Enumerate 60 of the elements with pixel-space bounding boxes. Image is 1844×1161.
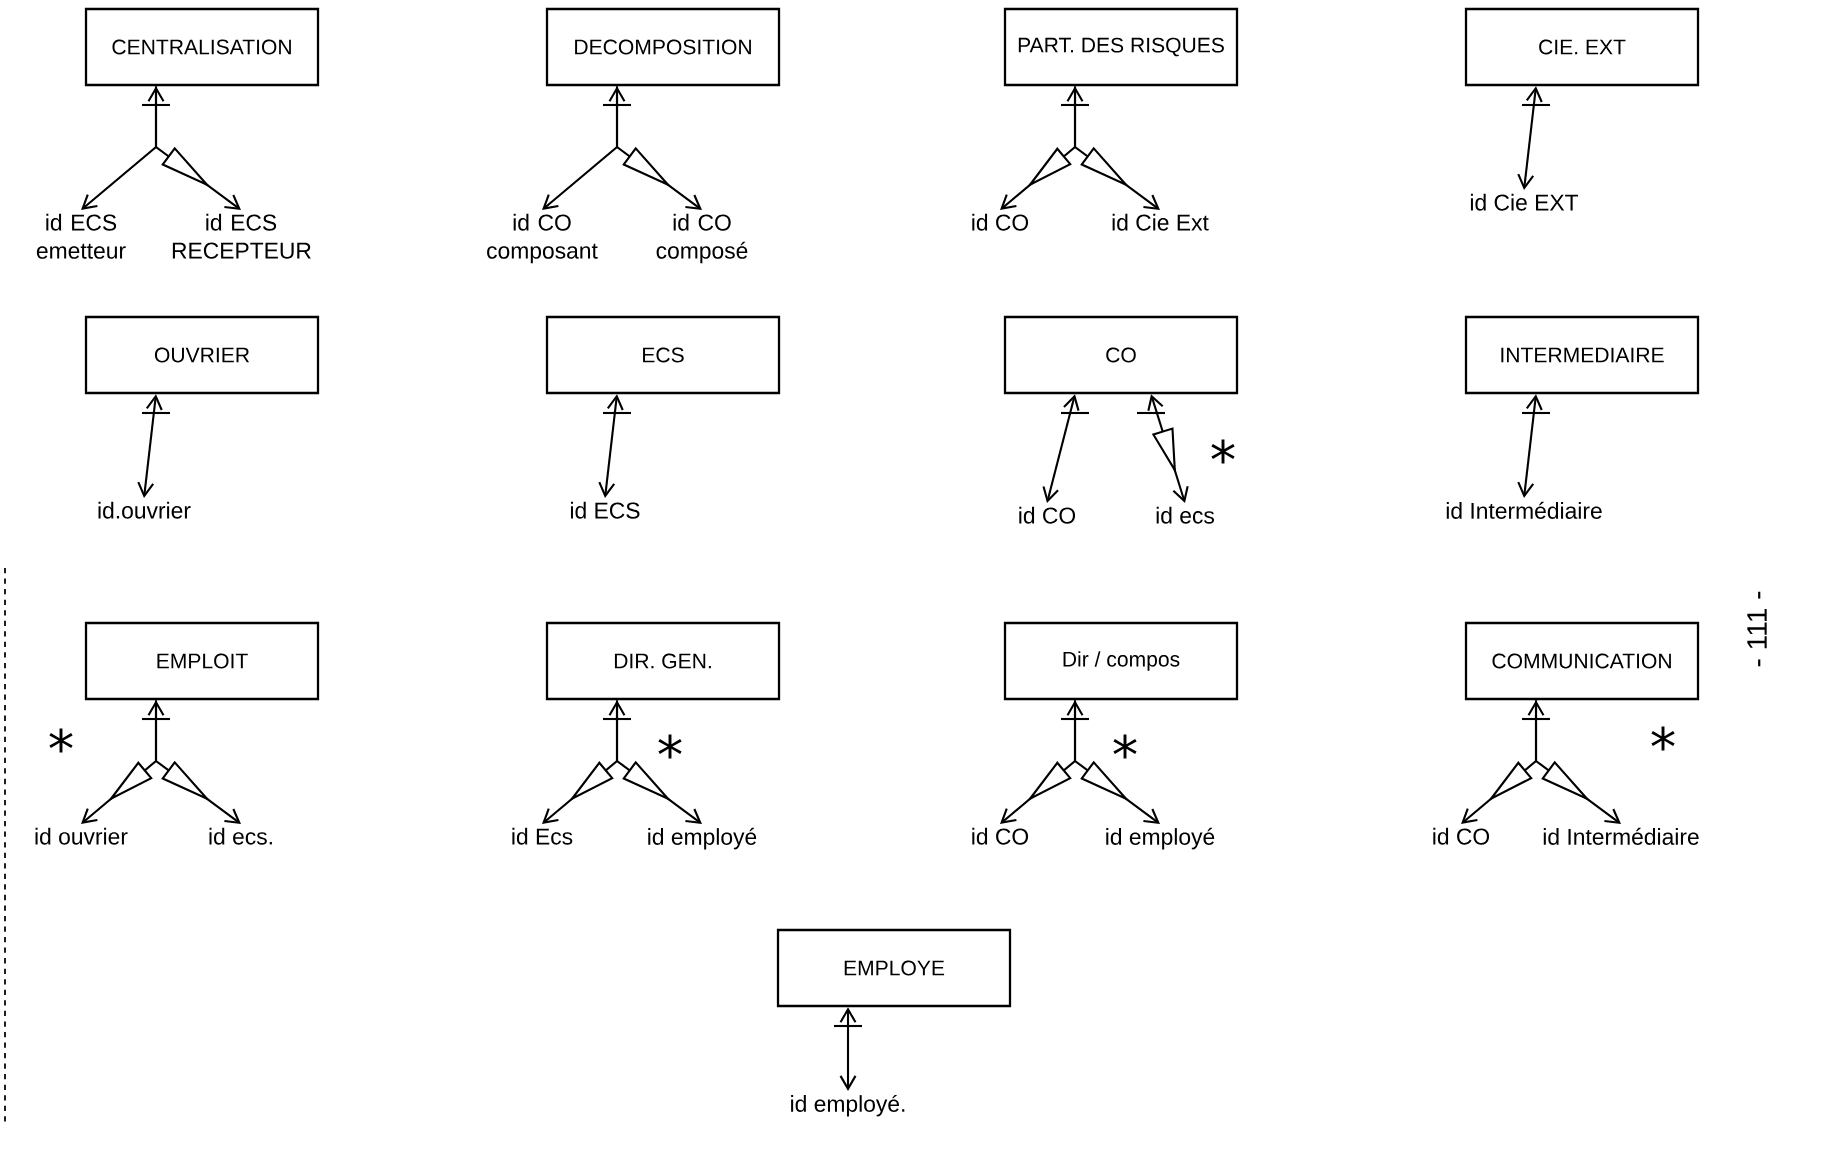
arrow	[81, 86, 170, 210]
key-label: id ecs.	[209, 827, 272, 845]
arrow	[1461, 700, 1550, 824]
key-label: id CO	[1433, 827, 1490, 845]
key-label: id employé	[1106, 827, 1215, 850]
key-label: id Cie Ext	[1112, 213, 1209, 231]
entity-box: EMPLOIT	[84, 621, 320, 701]
entity-box: CENTRALISATION	[84, 7, 320, 87]
key-label: id Intermédiaire	[1446, 501, 1602, 519]
entity-box: INTERMEDIAIRE	[1464, 315, 1700, 395]
key-label: id ECS emetteur	[36, 213, 126, 259]
entity-box: COMMUNICATION	[1464, 621, 1700, 701]
key-label: id ECS RECEPTEUR	[172, 213, 311, 259]
arrow	[834, 1007, 862, 1091]
arrow	[137, 394, 170, 498]
entity-box: EMPLOYE	[776, 928, 1012, 1008]
key-label: id employé.	[791, 1094, 905, 1117]
arrow	[81, 700, 170, 824]
key-label: id CO	[972, 827, 1029, 845]
entity-box: PART. DES RISQUES	[1003, 7, 1239, 87]
entity-box: ECS	[545, 315, 781, 395]
arrow	[1137, 394, 1189, 503]
entity-box: DIR. GEN.	[545, 621, 781, 701]
entity-box: CIE. EXT	[1464, 7, 1700, 87]
arrow	[542, 700, 631, 824]
key-label: id CO composant	[487, 213, 598, 264]
key-label: id CO	[972, 213, 1029, 231]
asterisk-mark: *	[49, 728, 73, 753]
asterisk-mark: *	[658, 734, 682, 759]
key-label: id CO composé	[656, 213, 748, 264]
arrow	[154, 86, 241, 210]
arrow	[615, 700, 702, 824]
entity-box: Dir / compos	[1003, 621, 1239, 701]
arrow	[542, 86, 631, 210]
key-label: id Ecs	[512, 827, 573, 845]
entity-box: CO	[1003, 315, 1239, 395]
arrow	[1517, 86, 1550, 190]
key-label: id CO	[1019, 506, 1076, 524]
key-label: id Cie EXT	[1470, 193, 1579, 211]
key-label: id ECS	[570, 501, 640, 519]
key-label: id ouvrier	[35, 827, 128, 845]
asterisk-mark: *	[1113, 734, 1137, 759]
arrow	[1073, 86, 1160, 210]
arrow	[154, 700, 241, 824]
entity-box: DECOMPOSITION	[545, 7, 781, 87]
page-number: - 111 -	[1747, 591, 1767, 667]
key-label: id.ouvrier	[98, 501, 191, 519]
entity-box: OUVRIER	[84, 315, 320, 395]
arrow	[1000, 86, 1089, 210]
arrow	[1534, 700, 1621, 824]
arrow	[1000, 700, 1089, 824]
key-label: id employé	[648, 827, 757, 850]
asterisk-mark: *	[1211, 439, 1235, 464]
key-label: id ecs	[1156, 506, 1214, 524]
arrow	[1073, 700, 1160, 824]
arrow	[1042, 394, 1089, 503]
arrow	[1517, 394, 1550, 498]
arrow	[598, 394, 631, 498]
arrow	[615, 86, 702, 210]
key-label: id Intermédiaire	[1543, 827, 1699, 845]
